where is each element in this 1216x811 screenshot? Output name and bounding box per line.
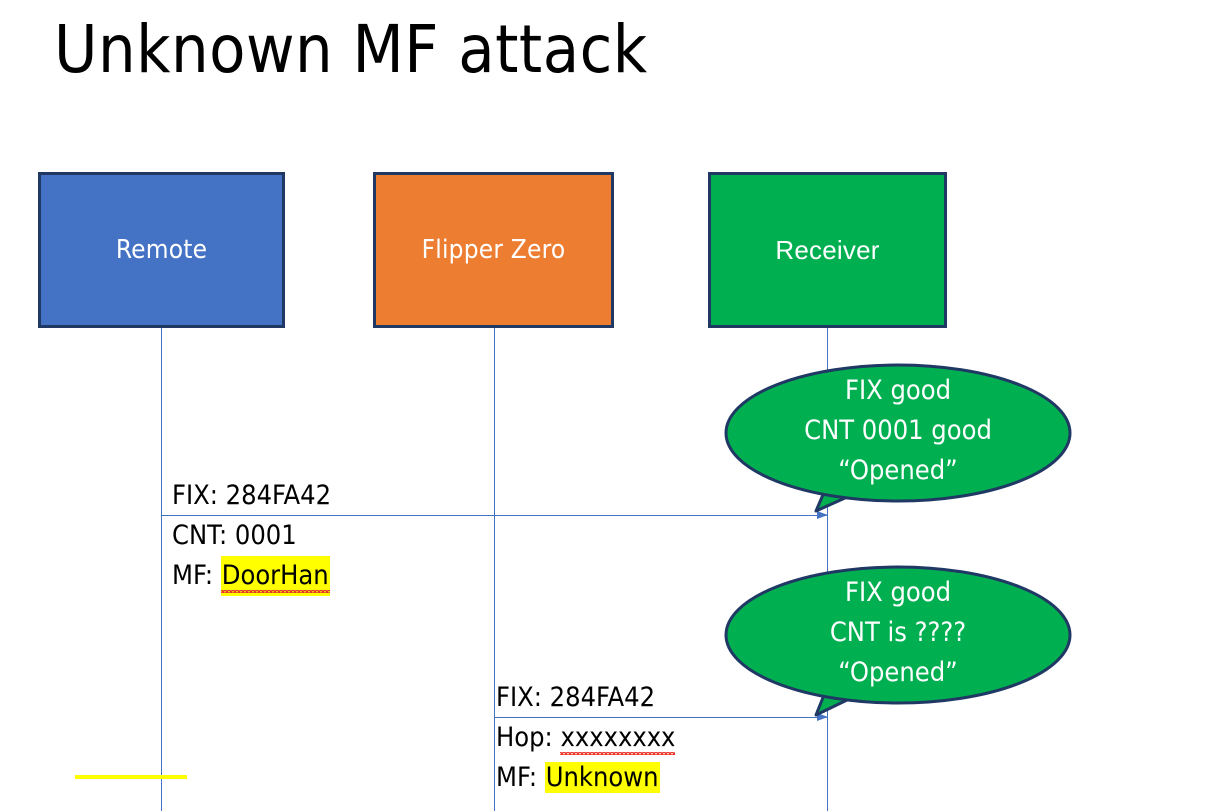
speech-bubble-second-reply[interactable]: FIX good CNT is ???? “Opened” bbox=[724, 565, 1072, 720]
message-line-fix: FIX: 284FA42 bbox=[172, 476, 331, 516]
message2-line-fix-prefix: FIX: bbox=[496, 682, 550, 713]
lifeline-remote bbox=[161, 327, 162, 811]
message2-line-fix: FIX: 284FA42 bbox=[496, 678, 675, 718]
hop-highlight-underline bbox=[75, 775, 187, 779]
message-label-remote-to-receiver: FIX: 284FA42 CNT: 0001 MF: DoorHan bbox=[172, 476, 331, 596]
message-arrow-flipper-to-receiver bbox=[494, 712, 828, 721]
message2-line-hop: Hop: xxxxxxxx bbox=[496, 718, 675, 758]
message-line-mf-value-highlighted: DoorHan bbox=[220, 556, 330, 596]
message-line-cnt: CNT: 0001 bbox=[172, 516, 331, 556]
actor-label-flipper-zero: Flipper Zero bbox=[421, 235, 566, 265]
message-line-fix-prefix: FIX: bbox=[172, 480, 226, 511]
message2-line-hop-prefix: Hop: bbox=[496, 722, 561, 753]
message2-line-mf-prefix: MF: bbox=[496, 762, 545, 793]
message-line-mf-prefix: MF: bbox=[172, 560, 221, 591]
message-line-mf: MF: DoorHan bbox=[172, 556, 331, 596]
page-title: Unknown MF attack bbox=[54, 11, 648, 88]
message2-line-hop-value: xxxxxxxx bbox=[560, 718, 675, 758]
actor-box-remote[interactable]: Remote bbox=[38, 172, 285, 328]
actor-label-remote: Remote bbox=[115, 235, 208, 265]
actor-box-flipper-zero[interactable]: Flipper Zero bbox=[373, 172, 614, 328]
lifeline-receiver bbox=[827, 327, 828, 811]
message2-line-mf-value-highlighted: Unknown bbox=[544, 762, 660, 793]
message-line-fix-value: 284FA42 bbox=[225, 480, 332, 511]
actor-label-receiver: Receiver bbox=[775, 234, 880, 265]
speech-bubble-first-reply[interactable]: FIX good CNT 0001 good “Opened” bbox=[724, 363, 1072, 518]
message-arrow-remote-to-receiver bbox=[161, 510, 828, 519]
message2-line-mf: MF: Unknown bbox=[496, 758, 675, 798]
message-line-cnt-prefix: CNT: bbox=[172, 520, 235, 551]
message-line-cnt-value: 0001 bbox=[234, 520, 297, 551]
message2-line-fix-value: 284FA42 bbox=[549, 682, 656, 713]
message-label-flipper-to-receiver: FIX: 284FA42 Hop: xxxxxxxx MF: Unknown bbox=[496, 678, 675, 798]
actor-box-receiver[interactable]: Receiver bbox=[708, 172, 947, 328]
lifeline-flipper-zero bbox=[494, 327, 495, 811]
